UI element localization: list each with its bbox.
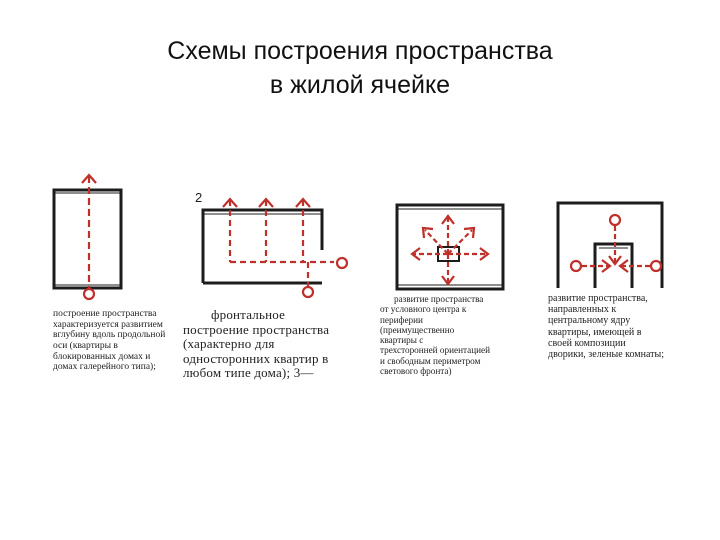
caption-scheme-4: развитие пространства, направленных к це… <box>548 293 664 360</box>
title-line-1: Схемы построения пространства <box>167 37 553 65</box>
caption-scheme-1: построение пространства характеризуется … <box>53 309 165 373</box>
scheme-2-walls <box>201 208 324 285</box>
caption-line: и свободным периметром <box>380 355 481 366</box>
scheme-3-arrows <box>410 214 490 286</box>
caption-line: построение пространства <box>183 321 330 337</box>
scheme-1-longitudinal <box>52 173 123 301</box>
scheme-2-number: 2 <box>195 190 202 205</box>
scheme-4-walls <box>556 201 664 288</box>
caption-line: (преимущественно <box>380 324 455 335</box>
caption-line: характеризуется развитием <box>53 319 163 330</box>
caption-line: от условного центра к <box>380 304 467 315</box>
caption-line: вглубину вдоль продольной <box>53 330 166 341</box>
caption-line: дворики, зеленые комнаты; <box>548 348 665 360</box>
scheme-3-walls <box>395 203 505 291</box>
scheme-3-center-to-periphery <box>395 203 505 291</box>
caption-line: периферии <box>380 314 423 325</box>
caption-line: трехсторонней ориентацией <box>380 345 491 356</box>
caption-line: любом типе дома); 3— <box>183 365 314 381</box>
caption-scheme-2: фронтальное построение пространства (хар… <box>183 307 330 381</box>
caption-line: блокированных домах и <box>53 351 151 362</box>
caption-line: светового фронта) <box>380 366 452 377</box>
caption-line: построение пространства <box>53 309 157 319</box>
scheme-1-axis-arrow <box>81 173 97 301</box>
caption-line: квартиры, имеющей в <box>548 326 642 338</box>
caption-line: направленных к <box>548 304 617 316</box>
caption-line: развитие пространства, <box>548 293 648 304</box>
caption-line: центральному ядру <box>548 315 631 327</box>
caption-line: оси (квартиры в <box>53 340 118 351</box>
scheme-1-walls <box>52 188 123 290</box>
caption-line: квартиры с <box>380 335 424 346</box>
caption-line: фронтальное <box>211 307 286 322</box>
scheme-2-arrows <box>222 197 349 299</box>
title-line-2: в жилой ячейке <box>269 71 451 99</box>
caption-line: развитие пространства <box>394 294 484 304</box>
caption-line: односторонних квартир в <box>183 350 329 366</box>
caption-line: (характерно для <box>183 336 275 352</box>
caption-line: своей композиции <box>548 337 626 349</box>
scheme-4-toward-core <box>556 201 664 288</box>
caption-scheme-3: развитие пространства от условного центр… <box>380 294 490 376</box>
slide-title: Схемы построения пространства в жилой яч… <box>0 34 720 102</box>
caption-line: домах галерейного типа); <box>53 362 156 373</box>
scheme-2-frontal: 2 <box>195 190 349 299</box>
scheme-4-arrows <box>569 213 663 273</box>
